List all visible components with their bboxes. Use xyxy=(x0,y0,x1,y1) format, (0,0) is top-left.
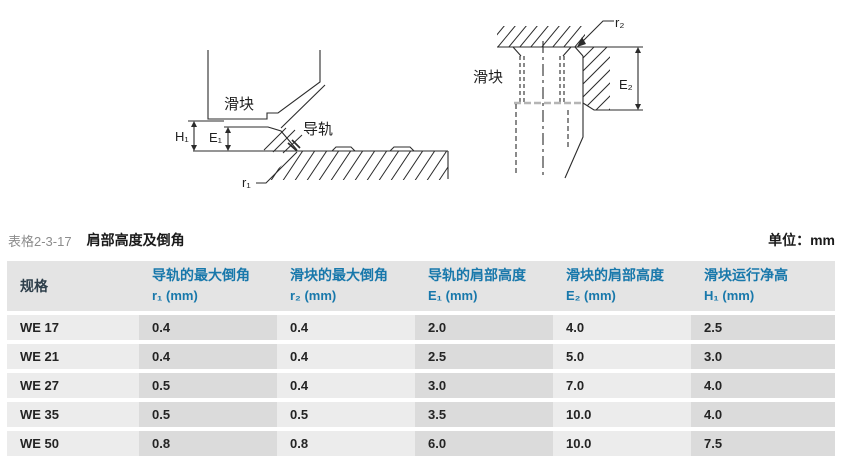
cell-r1: 0.8 xyxy=(139,431,277,456)
e1-arrow-down xyxy=(225,145,231,151)
table-header-row: 规格 导轨的最大倒角 r₁ (mm) 滑块的最大倒角 r₂ (mm) 导轨的肩部… xyxy=(7,261,835,311)
header-line2: E₂ (mm) xyxy=(566,288,616,303)
r2-label: r₂ xyxy=(615,15,624,30)
h1-label: H₁ xyxy=(175,129,189,144)
slider-corner-chamfer xyxy=(574,46,584,57)
table-row: WE 17 0.4 0.4 2.0 4.0 2.5 xyxy=(7,315,835,340)
cell-r1: 0.5 xyxy=(139,402,277,427)
shoulder-bottom-edge xyxy=(582,102,643,111)
spec-table: 规格 导轨的最大倒角 r₁ (mm) 滑块的最大倒角 r₂ (mm) 导轨的肩部… xyxy=(7,261,835,456)
rail-flank-line xyxy=(280,84,326,129)
header-line1: 滑块运行净高 xyxy=(704,267,788,283)
mount-reference-tabs xyxy=(331,146,415,152)
right-diagram: 滑块 r₂ E₂ xyxy=(473,15,643,179)
cell-e1: 6.0 xyxy=(415,431,553,456)
slider-side-edge xyxy=(564,56,584,179)
r2-leader-line xyxy=(580,20,614,44)
header-line2: r₂ (mm) xyxy=(290,288,337,303)
e1-label: E₁ xyxy=(209,130,223,145)
row-model: WE 17 xyxy=(7,315,139,340)
row-model: WE 35 xyxy=(7,402,139,427)
header-rail-shoulder-height: 导轨的肩部高度 E₁ (mm) xyxy=(415,261,553,311)
r1-fillet-marks xyxy=(287,139,301,152)
cell-e1: 3.5 xyxy=(415,402,553,427)
e1-arrow-up xyxy=(225,127,231,133)
rail-label: 导轨 xyxy=(303,121,333,138)
r1-label: r₁ xyxy=(242,175,251,190)
cell-r1: 0.4 xyxy=(139,344,277,369)
cell-e2: 5.0 xyxy=(553,344,691,369)
screw-hole-hidden-lines xyxy=(519,56,565,102)
r2-arrowhead xyxy=(577,37,586,47)
e2-arrow-up xyxy=(635,47,641,53)
left-slider-label: 滑块 xyxy=(224,96,254,113)
header-line1: 导轨的最大倒角 xyxy=(152,267,250,283)
row-model: WE 21 xyxy=(7,344,139,369)
header-line2: E₁ (mm) xyxy=(428,288,478,303)
header-line1: 滑块的最大倒角 xyxy=(290,267,388,283)
cell-r2: 0.8 xyxy=(277,431,415,456)
cell-e1: 2.0 xyxy=(415,315,553,340)
shoulder-chamfer-diagrams: 滑块 导轨 H₁ E₁ r₁ 滑块 r₂ E₂ xyxy=(175,15,643,190)
cell-r2: 0.5 xyxy=(277,402,415,427)
cell-e1: 3.0 xyxy=(415,373,553,398)
cell-h1: 2.5 xyxy=(691,315,835,340)
ground-line xyxy=(193,150,449,179)
cell-h1: 4.0 xyxy=(691,402,835,427)
table-caption: 表格2-3-17 肩部高度及倒角 单位：mm xyxy=(8,231,835,249)
header-spec-label: 规格 xyxy=(20,278,48,294)
cell-r2: 0.4 xyxy=(277,315,415,340)
cell-e1: 2.5 xyxy=(415,344,553,369)
header-running-clearance: 滑块运行净高 H₁ (mm) xyxy=(691,261,835,311)
cell-e2: 10.0 xyxy=(553,431,691,456)
cell-h1: 4.0 xyxy=(691,373,835,398)
e2-label: E₂ xyxy=(619,77,633,92)
cell-r2: 0.4 xyxy=(277,344,415,369)
header-spec: 规格 xyxy=(7,261,139,311)
header-line2: r₁ (mm) xyxy=(152,288,198,303)
header-line1: 滑块的肩部高度 xyxy=(566,267,664,283)
cell-h1: 3.0 xyxy=(691,344,835,369)
ground-hatch xyxy=(266,151,448,180)
cell-r1: 0.5 xyxy=(139,373,277,398)
shoulder-hatch xyxy=(583,47,610,110)
e2-arrow-down xyxy=(635,104,641,110)
mount-surface-hatch xyxy=(497,26,585,47)
header-line1: 导轨的肩部高度 xyxy=(428,267,526,283)
unit-label: 单位：mm xyxy=(768,232,835,248)
header-slider-shoulder-height: 滑块的肩部高度 E₂ (mm) xyxy=(553,261,691,311)
table-row: WE 35 0.5 0.5 3.5 10.0 4.0 xyxy=(7,402,835,427)
slider-outline xyxy=(207,50,321,120)
row-model: WE 27 xyxy=(7,373,139,398)
right-slider-label: 滑块 xyxy=(473,69,503,86)
cell-r1: 0.4 xyxy=(139,315,277,340)
cell-e2: 7.0 xyxy=(553,373,691,398)
table-row: WE 27 0.5 0.4 3.0 7.0 4.0 xyxy=(7,373,835,398)
countersink-edges xyxy=(512,46,572,57)
table-number: 表格2-3-17 xyxy=(8,233,72,249)
cell-e2: 10.0 xyxy=(553,402,691,427)
table-title: 肩部高度及倒角 xyxy=(86,232,185,248)
header-rail-chamfer: 导轨的最大倒角 r₁ (mm) xyxy=(139,261,277,311)
bolt-shank-hidden-lines xyxy=(515,104,569,176)
table-row: WE 21 0.4 0.4 2.5 5.0 3.0 xyxy=(7,344,835,369)
h1-arrow-down xyxy=(191,145,197,151)
r1-leader-line xyxy=(256,151,298,184)
cell-r2: 0.4 xyxy=(277,373,415,398)
header-slider-chamfer: 滑块的最大倒角 r₂ (mm) xyxy=(277,261,415,311)
row-model: WE 50 xyxy=(7,431,139,456)
rail-section-hatch xyxy=(263,127,303,154)
table-row: WE 50 0.8 0.8 6.0 10.0 7.5 xyxy=(7,431,835,456)
h1-arrow-up xyxy=(191,121,197,127)
cell-e2: 4.0 xyxy=(553,315,691,340)
left-diagram: 滑块 导轨 H₁ E₁ r₁ xyxy=(175,50,449,190)
rail-top-edge xyxy=(224,126,298,151)
cell-h1: 7.5 xyxy=(691,431,835,456)
header-line2: H₁ (mm) xyxy=(704,288,755,303)
